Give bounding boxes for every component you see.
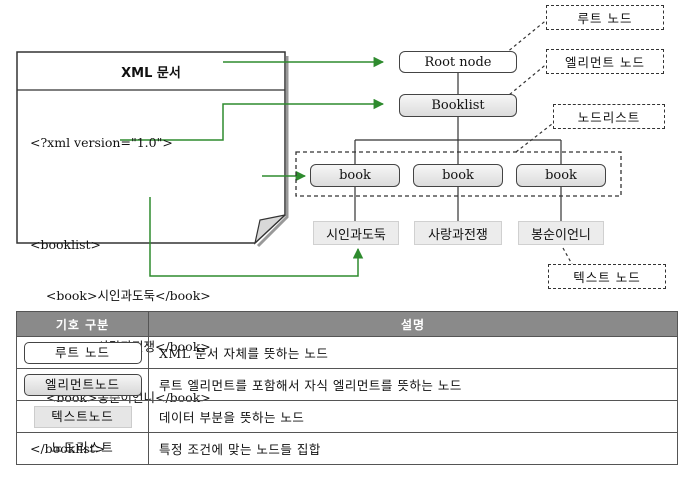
legend-symbol-node-list: 노드리스트 <box>51 439 114 455</box>
legend-row: 루트 노드 XML 문서 자체를 뜻하는 노드 <box>16 336 678 369</box>
callout-text-node: 텍스트 노드 <box>548 264 666 289</box>
legend-description: 특정 조건에 맞는 노드들 집합 <box>148 432 678 465</box>
node-list-frame <box>295 151 622 197</box>
callout-root-node: 루트 노드 <box>546 5 664 30</box>
legend-row: 노드리스트 특정 조건에 맞는 노드들 집합 <box>16 432 678 465</box>
booklist-node: Booklist <box>399 94 517 117</box>
legend-table: 기호 구분 설명 루트 노드 XML 문서 자체를 뜻하는 노드 엘리먼트노드 … <box>16 311 678 465</box>
legend-header-symbol: 기호 구분 <box>16 311 149 337</box>
book-node-3: book <box>516 164 606 187</box>
legend-symbol-element-node: 엘리먼트노드 <box>23 373 142 396</box>
booklist-open-tag: <booklist> <box>30 237 102 252</box>
legend-row: 엘리먼트노드 루트 엘리먼트를 포함해서 자식 엘리먼트를 뜻하는 노드 <box>16 368 678 401</box>
legend-description: XML 문서 자체를 뜻하는 노드 <box>148 336 678 369</box>
text-node-1: 시인과도둑 <box>313 221 399 245</box>
legend-description: 데이터 부분을 뜻하는 노드 <box>148 400 678 433</box>
blank-line <box>30 185 211 202</box>
arrow-to-text <box>149 197 364 277</box>
book-line-1: <book>시인과도둑</book> <box>30 288 211 303</box>
book-node-1: book <box>310 164 400 187</box>
text-node-3: 봉순이언니 <box>518 221 604 245</box>
text-node-2: 사랑과전쟁 <box>414 221 502 245</box>
legend-row: 텍스트노드 데이터 부분을 뜻하는 노드 <box>16 400 678 433</box>
legend-header-description: 설명 <box>148 311 678 337</box>
document-fold <box>254 213 287 245</box>
arrow-to-booklist <box>120 98 385 141</box>
legend-symbol-root-node: 루트 노드 <box>23 341 142 364</box>
xml-declaration: <?xml version="1.0"> <box>30 135 173 150</box>
connector-layer <box>16 17 622 277</box>
callout-node-list: 노드리스트 <box>553 104 665 129</box>
legend-symbol-text-node: 텍스트노드 <box>33 405 132 428</box>
book-node-2: book <box>413 164 503 187</box>
document-title: XML 문서 <box>121 66 181 81</box>
legend-description: 루트 엘리먼트를 포함해서 자식 엘리먼트를 뜻하는 노드 <box>148 368 678 401</box>
root-node: Root node <box>399 51 517 73</box>
callout-element-node: 엘리먼트 노드 <box>546 49 664 74</box>
